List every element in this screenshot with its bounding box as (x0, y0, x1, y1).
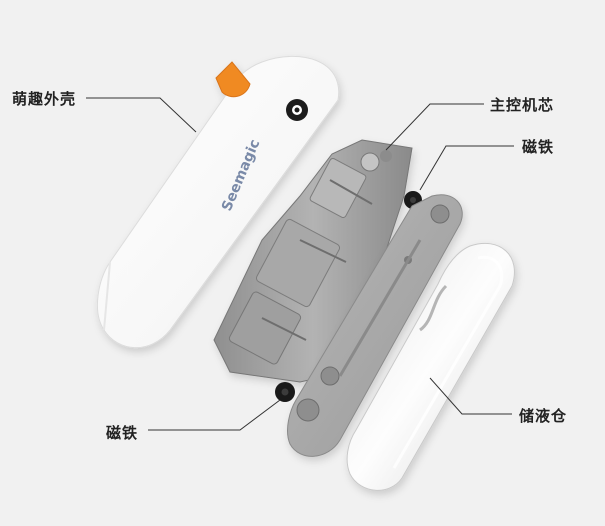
leader-line-magnet-top (419, 145, 514, 191)
label-cute-shell: 萌趣外壳 (12, 90, 77, 108)
label-liquid-tank: 储液仓 (519, 407, 568, 425)
cute-shell: Seemagic (97, 55, 340, 349)
leader-lines (86, 97, 514, 431)
eye-icon (286, 99, 308, 121)
label-magnet-top: 磁铁 (522, 138, 555, 156)
leader-line-shell (86, 97, 197, 133)
beak-icon (215, 61, 251, 98)
leader-line-magnet-bottom (148, 399, 281, 431)
magnet-bottom (275, 382, 295, 402)
label-magnet-bottom: 磁铁 (106, 424, 139, 442)
label-main-control-core: 主控机芯 (490, 96, 555, 114)
liquid-tank (346, 242, 515, 491)
leader-line-board (385, 103, 484, 151)
base-plate (287, 194, 463, 457)
leader-line-tank (429, 377, 512, 415)
